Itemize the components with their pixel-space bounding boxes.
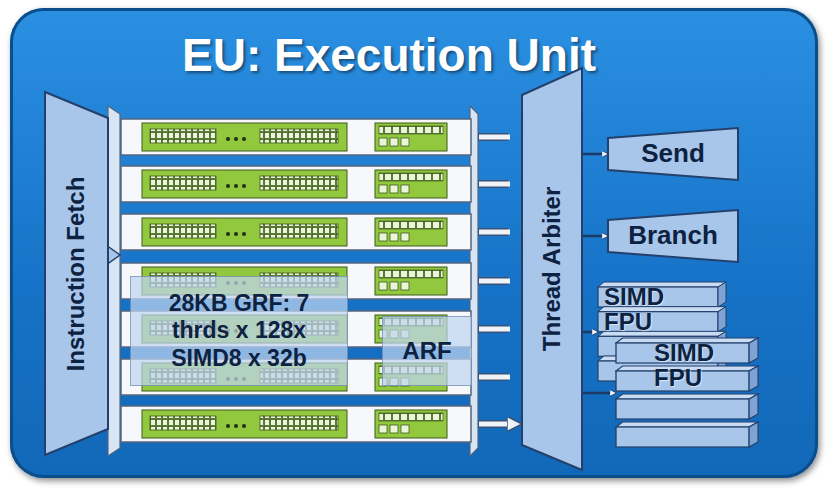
row-frame: [108, 106, 120, 456]
grf-label-box: 28KB GRF: 7 thrds x 128x SIMD8 x 32b: [130, 276, 348, 386]
thread-row: [121, 263, 471, 299]
unit-label: SIMD FPU: [654, 340, 746, 390]
send-unit-outline: [608, 128, 738, 180]
thread-row: [121, 406, 471, 442]
dispatch-arrow: [582, 392, 616, 395]
unit-label: ARF: [402, 337, 451, 366]
simd-fpu-stack: SIMD FPU: [616, 338, 758, 448]
branch-unit-outline: [608, 210, 738, 262]
fetch-arrow: [106, 245, 120, 265]
fpu-bar-side: [718, 282, 726, 307]
thread-row: [121, 311, 471, 347]
unit-label: 28KB GRF: 7 thrds x 128x SIMD8 x 32b: [137, 290, 341, 373]
dispatch-arrow: [582, 153, 608, 156]
thread-row: [121, 359, 471, 395]
fpu-bar-top: [616, 422, 758, 427]
fpu-bar-side: [749, 366, 758, 391]
thread-row: [121, 166, 471, 202]
fpu-bar-top: [616, 394, 758, 399]
dispatch-arrow: [582, 235, 608, 238]
fetch-block-outline: [45, 92, 108, 455]
fpu-bar-side: [749, 422, 758, 447]
fpu-bar-side: [749, 338, 758, 363]
dispatch-arrow: [582, 331, 598, 334]
fpu-bar: [616, 427, 749, 447]
unit-label: Send: [641, 138, 705, 169]
arf-label-box: ARF: [382, 316, 472, 386]
fpu-bar-side: [718, 307, 726, 332]
fpu-bar-side: [749, 394, 758, 419]
arbiter-block: Thread Arbiter: [522, 68, 582, 470]
branch-unit: Branch: [608, 210, 738, 262]
unit-label: Thread Arbiter: [538, 187, 566, 351]
unit-label: SIMD FPU: [604, 284, 696, 334]
fpu-bar: [616, 399, 749, 419]
diagram-title: EU: Execution Unit: [10, 28, 768, 82]
row-arrows: [478, 137, 510, 424]
send-unit: Send: [608, 128, 738, 180]
arbiter-block-outline: [522, 68, 582, 470]
unit-label: Instruction Fetch: [63, 176, 91, 371]
thread-row: [121, 214, 471, 250]
unit-label: Branch: [628, 220, 718, 251]
thread-row: [121, 119, 471, 155]
fetch-block: Instruction Fetch: [45, 92, 108, 455]
